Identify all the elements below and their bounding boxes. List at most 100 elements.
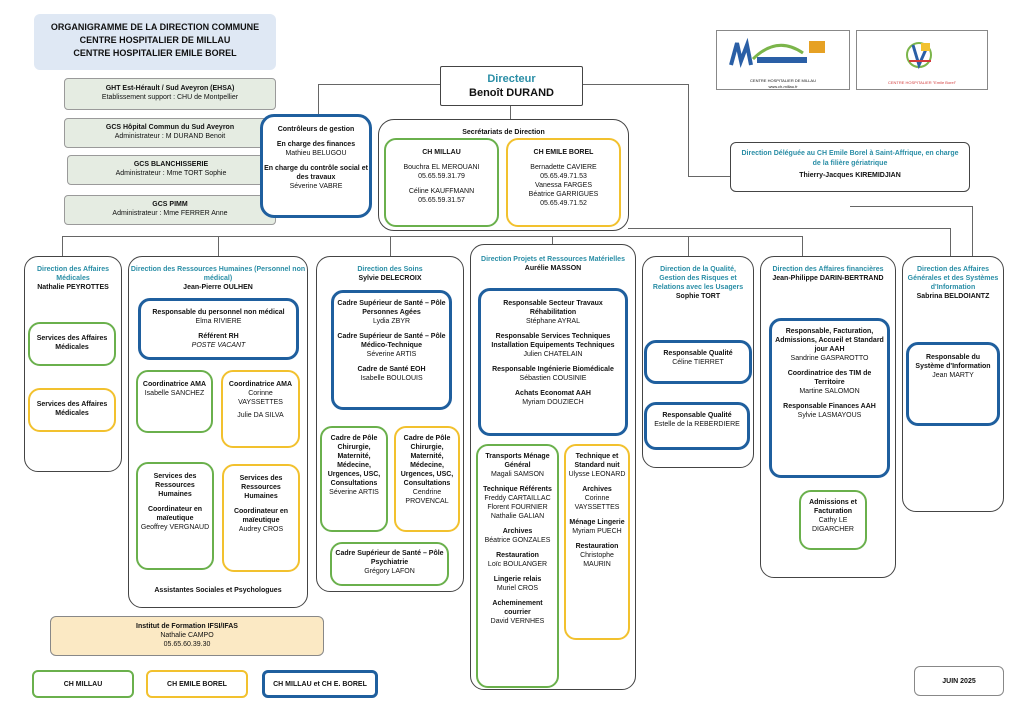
qualite-resp-name: Céline TIERRET <box>672 359 724 366</box>
projets-service-name: Muriel CROS <box>496 585 539 592</box>
drh-coord-millau: Coordinatrice AMA Isabelle SANCHEZ <box>136 370 213 433</box>
gcs-detail: Administrateur : Mme TORT Sophie <box>115 170 227 177</box>
ifsi-phone: 05.65.60.39.30 <box>163 641 211 648</box>
gcs-detail: Etablissement support : CHU de Montpelli… <box>101 94 239 101</box>
connector <box>218 236 219 256</box>
projets-millau-box: Transports Ménage Général Magali SAMSON … <box>476 444 559 688</box>
drh-footer: Assistantes Sociales et Psychologues <box>154 587 282 594</box>
drh-coord-title: Coordinatrice AMA <box>228 381 293 388</box>
soins-psy-name: Grégory LAFON <box>364 568 415 575</box>
connector <box>552 236 553 244</box>
secretariat-person: Béatrice GARRIGUES <box>528 191 599 198</box>
dagsi-resp-box: Responsable du Système d'Information Jea… <box>906 342 1000 426</box>
projets-service-name: Ulysse LEONARD <box>568 471 626 478</box>
drh-services-millau: Services des Ressources Humaines Coordin… <box>136 462 214 570</box>
legend-label: CH MILLAU et CH E. BOREL <box>273 681 367 688</box>
connector <box>318 84 440 85</box>
soins-cadre-name: Séverine ARTIS <box>366 351 417 358</box>
controleurs-finances-name: Mathieu BELUGOU <box>285 150 347 157</box>
connector <box>950 228 951 256</box>
secretariat-phone: 05.65.49.71.53 <box>540 173 587 180</box>
gcs-detail: Administrateur : Mme FERRER Anne <box>112 210 228 217</box>
projets-service-name: Myriam PUECH <box>572 528 622 535</box>
legend-ch-millau: CH MILLAU <box>32 670 134 698</box>
projets-resp-name: Julien CHATELAIN <box>523 351 583 358</box>
projets-service-title: Transports Ménage Général <box>485 453 550 469</box>
projets-service-title: Ménage Lingerie <box>569 519 625 526</box>
projets-resp-title: Responsable Ingénierie Biomédicale <box>492 366 614 373</box>
dam-service-label: Services des Affaires Médicales <box>36 401 108 417</box>
soins-pole-title: Cadre de Pôle Chirurgie, Maternité, Méde… <box>400 435 454 487</box>
secretariat-phone: 05.65.59.31.79 <box>418 173 465 180</box>
projets-borel-box: Technique et Standard nuit Ulysse LEONAR… <box>564 444 630 640</box>
delegated-direction-box: Direction Déléguée au CH Emile Borel à S… <box>730 142 970 192</box>
millau-logo-icon <box>729 37 825 69</box>
gcs-name: GCS Hôpital Commun du Sud Aveyron <box>105 124 235 131</box>
projets-service-title: Acheminement courrier <box>492 600 543 616</box>
projets-title: Direction Projets et Ressources Matériel… <box>481 256 625 263</box>
secretariat-millau-title: CH MILLAU <box>422 149 461 156</box>
soins-pole-borel: Cadre de Pôle Chirurgie, Maternité, Méde… <box>394 426 460 532</box>
secretariat-person: Vanessa FARGES <box>534 182 593 189</box>
controleurs-finances-title: En charge des finances <box>276 141 356 148</box>
secretariat-millau: CH MILLAU Bouchra EL MEROUANI 05.65.59.3… <box>384 138 499 227</box>
director-name: Benoît DURAND <box>469 87 554 99</box>
drh-resp-title: Responsable du personnel non médical <box>152 309 285 316</box>
director-title: Directeur <box>487 73 536 85</box>
drh-director: Jean-Pierre OULHEN <box>183 284 253 291</box>
qualite-resp-title: Responsable Qualité <box>662 412 732 419</box>
logo-ch-millau: CENTRE HOSPITALIER DE MILLAU www.ch-mill… <box>716 30 850 90</box>
finances-director: Jean-Philippe DARIN-BERTRAND <box>772 275 884 282</box>
secretariats-title: Secrétariats de Direction <box>462 129 545 136</box>
projets-resp-title: Responsable Services Techniques Installa… <box>491 333 615 349</box>
finances-resp-title: Responsable Finances AAH <box>783 403 876 410</box>
secretariat-person: Bouchra EL MEROUANI <box>403 164 480 171</box>
projets-service-title: Technique Référents <box>483 486 552 493</box>
projets-service-name: David VERNHES <box>490 618 545 625</box>
projets-service-title: Restauration <box>496 552 539 559</box>
drh-title: Direction des Ressources Humaines (Perso… <box>130 266 306 282</box>
drh-maieutique-name: Geoffrey VERGNAUD <box>140 524 210 531</box>
projets-service-name: Freddy CARTAILLAC <box>484 495 551 502</box>
page-title: ORGANIGRAMME DE LA DIRECTION COMMUNE CEN… <box>34 14 276 70</box>
dagsi-resp-title: Responsable du Système d'Information <box>915 354 991 370</box>
dagsi-title: Direction des Affaires Générales et des … <box>907 266 999 291</box>
connector <box>390 236 391 256</box>
legend-label: CH MILLAU <box>63 681 103 688</box>
dam-service-millau: Services des Affaires Médicales <box>28 322 116 366</box>
drh-coord-title: Coordinatrice AMA <box>142 381 207 388</box>
drh-services-title: Services des Ressources Humaines <box>153 473 197 498</box>
projets-service-name: Corinne VAYSSETTES <box>574 495 620 511</box>
dagsi-resp-name: Jean MARTY <box>932 372 974 379</box>
soins-cadre-title: Cadre de Santé EOH <box>357 366 426 373</box>
projets-resp-title: Achats Economat AAH <box>515 390 591 397</box>
connector <box>62 236 802 237</box>
soins-pole-name: Séverine ARTIS <box>329 489 379 496</box>
connector <box>688 84 689 176</box>
projets-service-name: Magali SAMSON <box>491 471 544 478</box>
soins-cadre-name: Lydia ZBYR <box>372 318 411 325</box>
title-line: CENTRE HOSPITALIER DE MILLAU <box>79 35 231 45</box>
projets-service-title: Technique et Standard nuit <box>574 453 620 469</box>
soins-director: Sylvie DELECROIX <box>358 275 422 282</box>
finances-resp-box: Responsable, Facturation, Admissions, Ac… <box>769 318 890 478</box>
projets-resp-name: Myriam DOUZIECH <box>522 399 584 406</box>
logo-url: www.ch-millau.fr <box>768 84 798 89</box>
secretariat-phone: 05.65.59.31.57 <box>418 197 465 204</box>
projets-service-name: Loïc BOULANGER <box>487 561 548 568</box>
logo-caption: CENTRE HOSPITALIER "Emile Borel" <box>887 80 957 85</box>
projets-service-title: Lingerie relais <box>493 576 542 583</box>
projets-director: Aurélie MASSON <box>524 265 582 272</box>
drh-coord-borel: Coordinatrice AMA Corinne VAYSSETTES Jul… <box>221 370 300 448</box>
secretariat-borel-title: CH EMILE BOREL <box>533 149 594 156</box>
soins-cadre-title: Cadre Supérieur de Santé – Pôle Médico-T… <box>337 333 446 349</box>
qualite-resp-box: Responsable Qualité Céline TIERRET <box>644 340 752 384</box>
projets-service-name: Nathalie GALIAN <box>490 513 545 520</box>
logo-caption: CENTRE HOSPITALIER DE MILLAU <box>750 78 816 83</box>
dam-director: Nathalie PEYROTTES <box>37 284 109 291</box>
drh-services-borel: Services des Ressources Humaines Coordin… <box>222 464 300 572</box>
legend-both: CH MILLAU et CH E. BOREL <box>262 670 378 698</box>
projets-resp-title: Responsable Secteur Travaux Réhabilitati… <box>503 300 603 316</box>
drh-ref-name: POSTE VACANT <box>191 342 246 349</box>
ifsi-title: Institut de Formation IFSI/IFAS <box>136 623 238 630</box>
